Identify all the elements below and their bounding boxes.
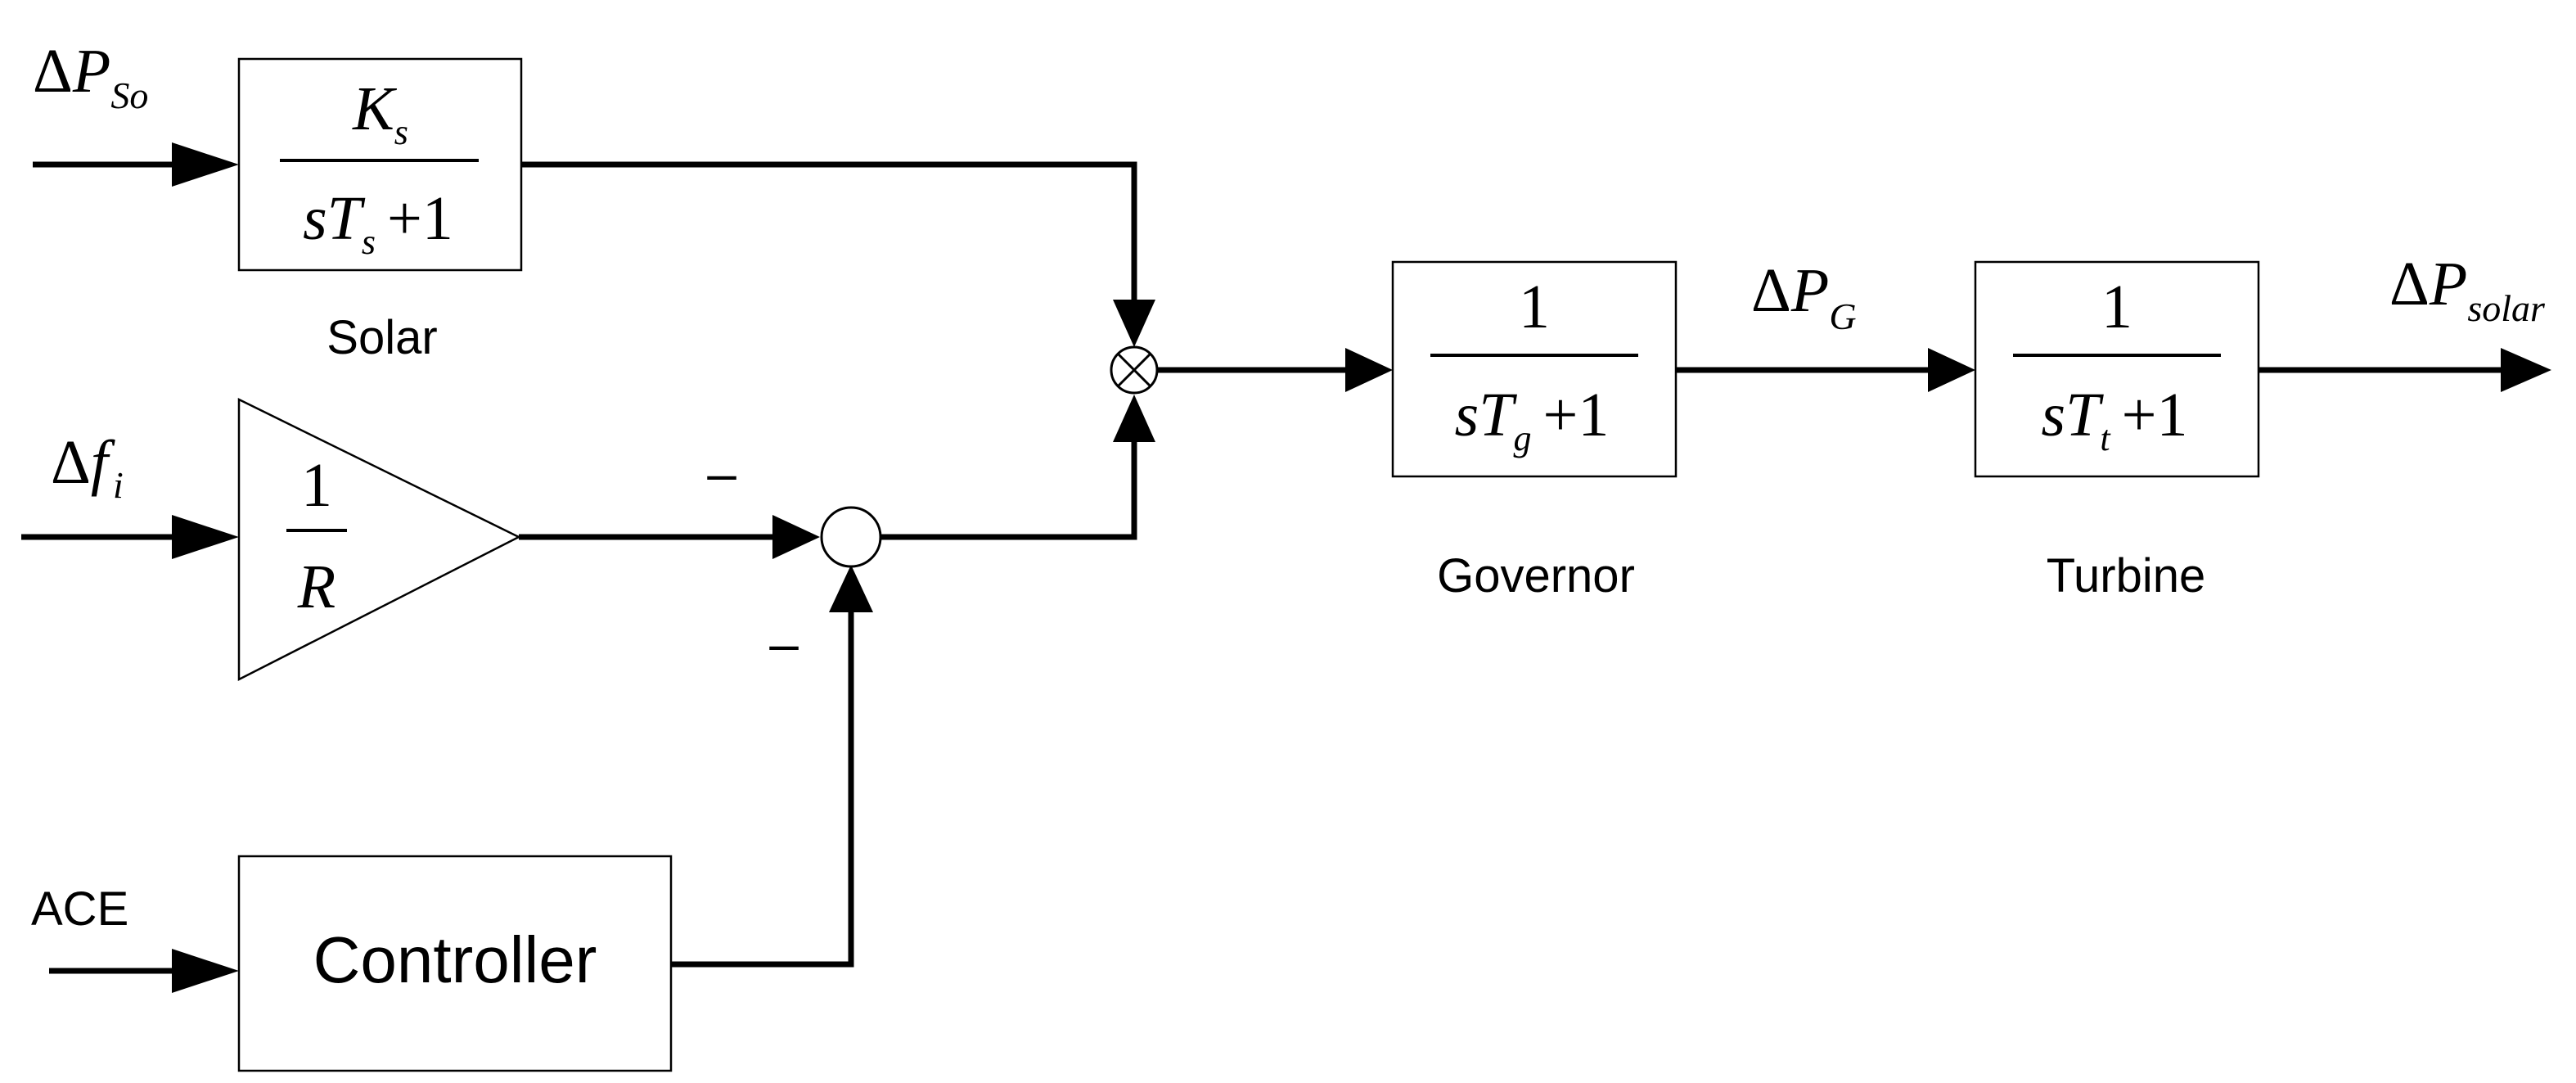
controller-to-summing-line	[671, 565, 873, 968]
solar-label: Solar	[327, 311, 437, 364]
turbine-output-arrow	[2259, 348, 2551, 392]
droop-sign: –	[707, 444, 736, 503]
governor-block: 1 sTg+1	[1391, 260, 1678, 478]
delta-p-solar-label: ΔPsolar	[2389, 250, 2546, 329]
delta-p-g-label: ΔPG	[1751, 256, 1857, 337]
ace-arrow	[49, 949, 239, 993]
governor-denominator: sTg+1	[1455, 381, 1610, 458]
droop-to-summing-line	[519, 515, 820, 559]
solar-to-multiplier-line	[521, 161, 1155, 347]
summing-to-multiplier-line	[880, 395, 1155, 540]
controller-label: Controller	[313, 923, 597, 996]
solar-block: Ks sTs+1	[237, 57, 523, 272]
summing-junction	[820, 506, 882, 568]
turbine-block: 1 sTt+1	[1974, 260, 2260, 478]
turbine-numerator: 1	[2101, 273, 2132, 341]
turbine-denominator: sTt+1	[2042, 381, 2188, 458]
solar-denominator: sTs+1	[303, 184, 453, 262]
multiplier-junction	[1110, 345, 1159, 395]
delta-p-so-label: ΔPSo	[33, 37, 148, 116]
droop-numerator: 1	[301, 451, 332, 520]
controller-sign: –	[769, 614, 799, 673]
governor-to-turbine-line	[1676, 348, 1975, 392]
governor-label: Governor	[1437, 549, 1635, 602]
solar-numerator: Ks	[352, 74, 408, 152]
turbine-label: Turbine	[2047, 549, 2206, 602]
multiplier-to-governor-line	[1157, 348, 1393, 392]
governor-numerator: 1	[1519, 273, 1550, 341]
droop-denominator: R	[297, 553, 336, 621]
controller-block: Controller	[237, 855, 673, 1072]
ace-label: ACE	[31, 882, 128, 936]
delta-f-i-arrow	[21, 515, 239, 559]
droop-gain-block: 1 R	[237, 397, 521, 682]
delta-p-so-arrow	[33, 142, 239, 187]
